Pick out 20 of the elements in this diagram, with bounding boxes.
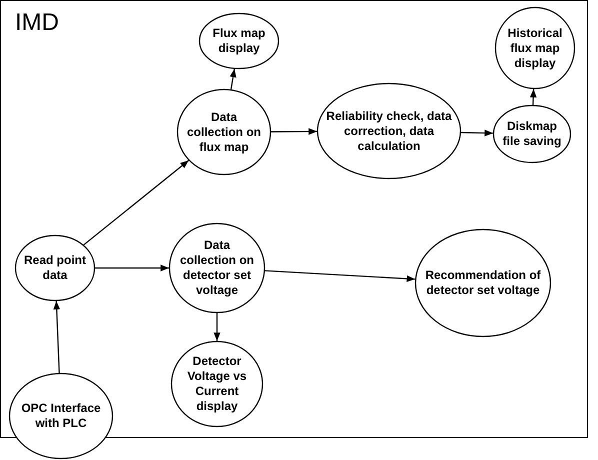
arrow: [530, 88, 537, 106]
arrow: [460, 130, 494, 136]
node-label: Recommendation of detector set voltage: [424, 268, 542, 298]
node-label: Read point data: [23, 253, 87, 283]
node-label: Data collection on detector set voltage: [178, 238, 255, 298]
arrow: [271, 128, 317, 135]
node-label: Data collection on flux map: [186, 110, 262, 154]
arrow: [264, 270, 416, 282]
arrow: [83, 160, 190, 246]
node-label: OPC Interface with PLC: [20, 401, 102, 431]
arrow: [53, 300, 60, 374]
node-label: Flux map display: [212, 26, 266, 56]
arrow: [95, 264, 169, 272]
arrow: [230, 68, 236, 90]
diagram-title: IMD: [15, 9, 59, 37]
arrow: [214, 313, 220, 341]
node-label: Reliability check, data correction, data calculation: [325, 108, 453, 154]
node-label: Historical flux map display: [506, 26, 564, 70]
node-label: Detector Voltage vs Current display: [186, 354, 248, 414]
node-label: Diskmap file saving: [502, 119, 562, 149]
